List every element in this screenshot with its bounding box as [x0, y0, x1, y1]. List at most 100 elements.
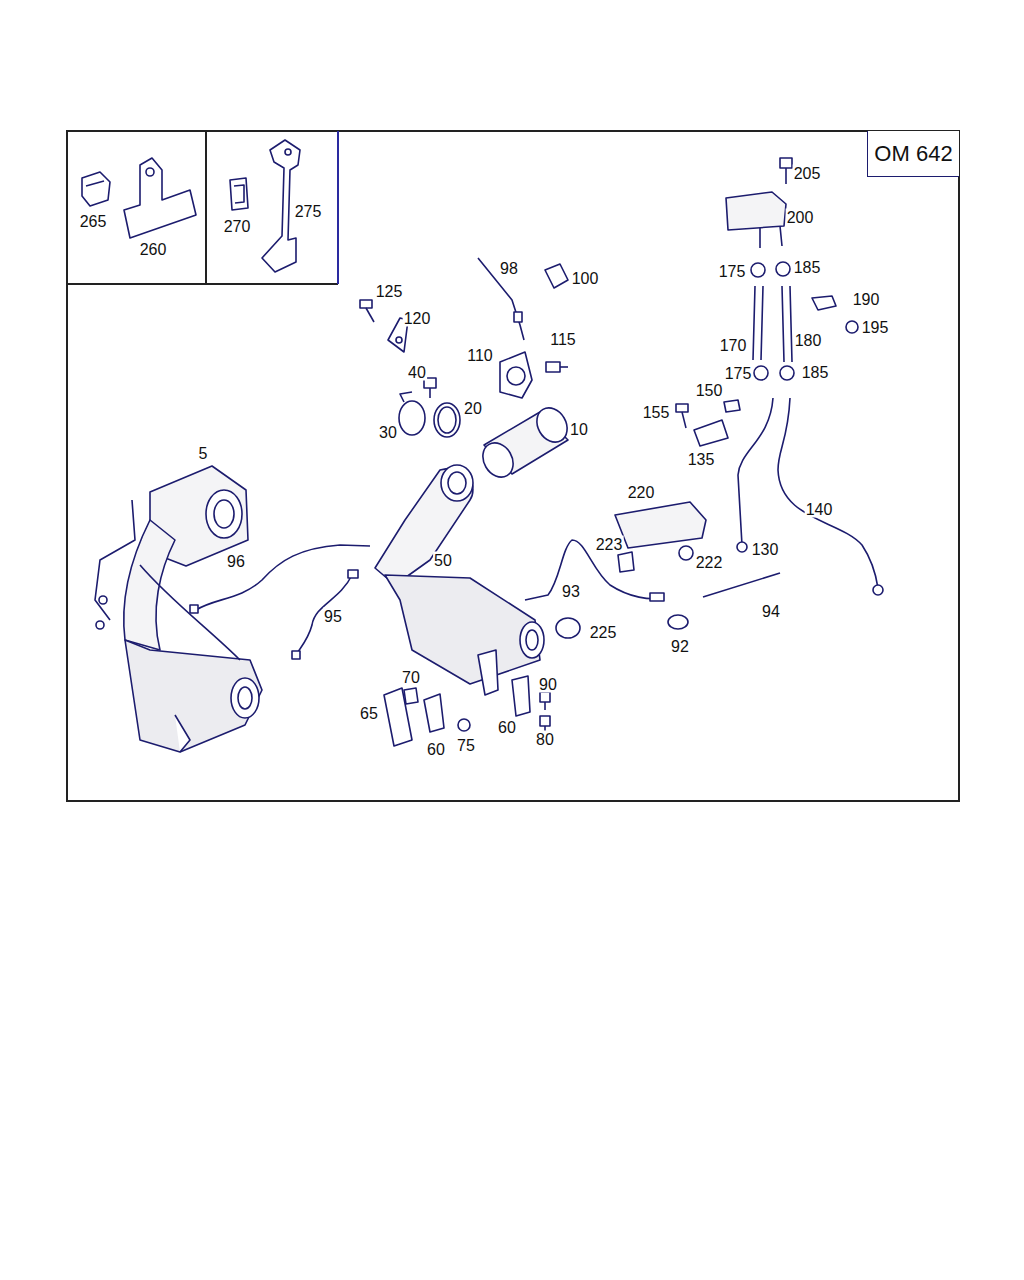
part-outline [776, 262, 790, 276]
engine-code: OM 642 [874, 141, 952, 167]
part-outline [429, 388, 431, 398]
part-outline [682, 412, 686, 428]
part-outline [873, 585, 883, 595]
part-outline [404, 688, 418, 704]
callout-number: 65 [359, 705, 379, 722]
part-outline [366, 308, 374, 322]
callout-number: 185 [793, 259, 822, 276]
part-outline [434, 403, 460, 437]
part-outline [95, 500, 135, 620]
part-outline [285, 149, 291, 155]
part-outline [560, 366, 568, 368]
part-outline [540, 716, 550, 726]
callout-number: 130 [751, 541, 780, 558]
part-outline [676, 404, 688, 412]
callout-number: 70 [401, 669, 421, 686]
part-outline [668, 615, 688, 629]
part-outline [400, 392, 412, 402]
callout-number: 100 [571, 270, 600, 287]
part-outline [206, 490, 242, 538]
part-outline [520, 622, 544, 658]
callout-number: 200 [786, 209, 815, 226]
callout-number: 120 [403, 310, 432, 327]
callout-number: 223 [595, 536, 624, 553]
part-outline [146, 168, 154, 176]
part-outline [780, 366, 794, 380]
part-outline [812, 296, 836, 310]
frame [67, 131, 959, 801]
callout-number: 10 [569, 421, 589, 438]
part-outline [125, 640, 262, 752]
part-outline [230, 178, 248, 210]
callout-number: 205 [793, 165, 822, 182]
part-outline [500, 352, 532, 398]
callout-number: 225 [589, 624, 618, 641]
callout-number: 20 [463, 400, 483, 417]
frame [67, 131, 959, 801]
callout-number: 222 [695, 554, 724, 571]
callout-number: 90 [538, 676, 558, 693]
part-outline [82, 140, 883, 752]
part-outline [478, 258, 524, 340]
part-outline [234, 185, 244, 203]
part-outline [124, 158, 196, 238]
frame [337, 131, 339, 284]
callout-number: 155 [642, 404, 671, 421]
part-outline [82, 172, 110, 206]
part-outline [556, 618, 580, 638]
callout-number: 265 [79, 213, 108, 230]
part-outline [292, 651, 300, 659]
part-outline [399, 401, 425, 435]
part-outline [754, 366, 768, 380]
part-outline [360, 300, 372, 308]
engine-code-box: OM 642 [867, 131, 959, 177]
callout-number: 93 [561, 583, 581, 600]
part-outline [375, 468, 473, 585]
part-outline [296, 575, 352, 655]
part-outline [545, 264, 568, 288]
part-outline [175, 715, 190, 752]
callout-number: 175 [718, 263, 747, 280]
part-outline [96, 621, 104, 629]
part-outline [396, 337, 402, 343]
part-outline [544, 702, 546, 710]
callout-number: 50 [433, 552, 453, 569]
part-outline [846, 321, 858, 333]
part-outline [785, 168, 787, 184]
callout-number: 275 [294, 203, 323, 220]
part-outline [778, 398, 878, 588]
part-outline [525, 540, 662, 600]
part-outline [477, 437, 519, 482]
callout-number: 95 [323, 608, 343, 625]
callout-number: 260 [139, 241, 168, 258]
part-outline [738, 398, 773, 545]
callout-number: 92 [670, 638, 690, 655]
callout-number: 220 [627, 484, 656, 501]
part-outline [458, 719, 470, 731]
part-outline [441, 465, 473, 501]
part-outline [737, 542, 747, 552]
part-outline [546, 362, 560, 372]
part-outline [196, 545, 370, 610]
part-outline [531, 402, 573, 447]
callout-number: 40 [407, 364, 427, 381]
callout-number: 98 [499, 260, 519, 277]
frame [67, 283, 338, 285]
part-outline [694, 420, 728, 446]
callout-number: 5 [198, 445, 209, 462]
part-outline [348, 570, 358, 578]
part-outline [238, 687, 252, 709]
part-outline [724, 400, 740, 412]
callout-number: 115 [549, 331, 577, 348]
part-outline [650, 593, 664, 601]
part-outline [507, 367, 525, 385]
callout-number: 170 [719, 337, 748, 354]
part-outline [124, 520, 175, 650]
part-outline [782, 286, 792, 362]
part-outline [751, 263, 765, 277]
part-outline [526, 630, 538, 650]
part-outline [780, 158, 792, 168]
part-outline [540, 692, 550, 702]
part-outline [231, 678, 259, 718]
